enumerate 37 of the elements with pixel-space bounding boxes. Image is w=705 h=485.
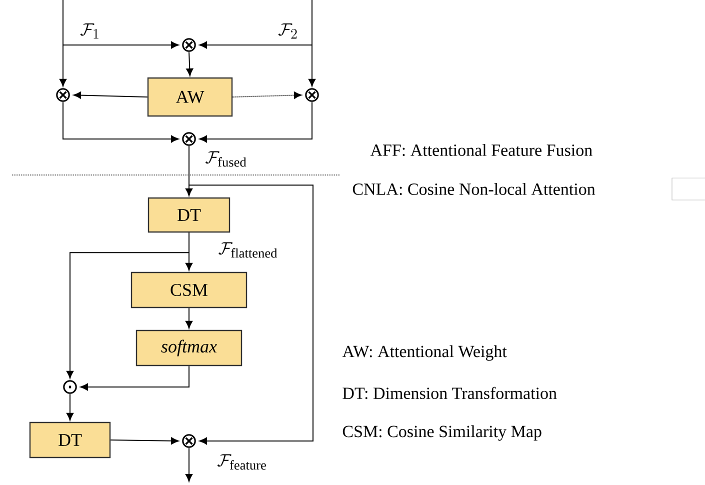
arrow: [62, 102, 179, 143]
legend-text: CNLA: Cosine Non-local Attention: [352, 182, 596, 195]
arrow: [186, 52, 194, 76]
arrow: [66, 232, 190, 379]
edge-label: $\mathcal{F}_{\mathrm{flattened}}$: [217, 241, 279, 259]
process-box: DT: [29, 422, 111, 458]
arrow: [110, 437, 179, 444]
arrow: [59, 0, 67, 87]
operator-symbol: ⊗: [182, 132, 196, 146]
edge-label: $\mathcal{F}_1$: [79, 22, 101, 40]
process-box: AW: [147, 77, 233, 117]
edge-label: $\mathcal{F}_{\mathrm{fused}}$: [204, 150, 248, 168]
operator-symbol: ⊗: [305, 88, 319, 102]
legend-text: AW: Attentional Weight: [342, 345, 507, 361]
arrow: [62, 41, 179, 49]
operator-symbol: ⊗: [182, 38, 196, 52]
edge-label: $\mathcal{F}_2$: [277, 22, 299, 40]
arrow: [185, 448, 193, 482]
arrow: [199, 102, 312, 143]
process-box: DT: [148, 197, 230, 233]
arrow: [185, 308, 193, 329]
arrow: [80, 366, 190, 391]
operator-symbol: ⊙: [63, 380, 77, 394]
process-box: CSM: [130, 272, 248, 308]
operator-symbol: ⊗: [182, 434, 196, 448]
edge-label: $\mathcal{F}_{\mathrm{feature}}$: [216, 453, 268, 471]
legend-text: AFF: Attentional Feature Fusion: [370, 144, 592, 156]
legend-text: DT: Dimension Transformation: [342, 386, 557, 400]
operator-symbol: ⊗: [56, 88, 70, 102]
arrow: [188, 146, 314, 445]
arrow: [199, 41, 312, 49]
arrow: [308, 0, 316, 87]
process-box: softmax: [136, 330, 242, 366]
legend-text: CSM: Cosine Similarity Map: [342, 425, 542, 441]
arrow: [66, 394, 74, 421]
arrow: [232, 92, 302, 99]
arrow: [73, 92, 148, 99]
